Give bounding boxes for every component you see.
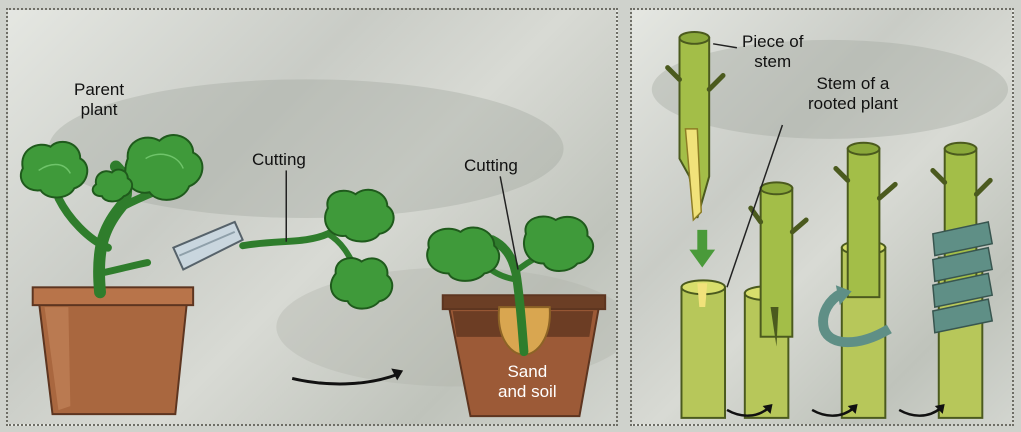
piece-of-stem-label: Piece of stem bbox=[742, 32, 803, 72]
rooted-stem-line2: rooted plant bbox=[808, 94, 898, 114]
knife bbox=[173, 222, 242, 270]
cutting-label-2: Cutting bbox=[464, 156, 518, 176]
sand-soil-label-line1: Sand bbox=[498, 362, 557, 382]
grafting-illustration bbox=[632, 10, 1012, 424]
cutting-panel: Parent plant Cutting Cutting Sand and so… bbox=[6, 8, 618, 426]
sand-soil-label-line2: and soil bbox=[498, 382, 557, 402]
parent-plant-label-line2: plant bbox=[74, 100, 124, 120]
piece-of-stem-line2: stem bbox=[742, 52, 803, 72]
insert-arrow bbox=[689, 230, 715, 268]
sand-soil-label: Sand and soil bbox=[498, 362, 557, 402]
grafting-panel: Piece of stem Stem of a rooted plant bbox=[630, 8, 1014, 426]
parent-plant-label: Parent plant bbox=[74, 80, 124, 120]
piece-of-stem-line1: Piece of bbox=[742, 32, 803, 52]
cutting-label-1: Cutting bbox=[252, 150, 306, 170]
rooted-stock-2 bbox=[745, 182, 806, 418]
rooted-stem-line1: Stem of a bbox=[808, 74, 898, 94]
parent-plant-label-line1: Parent bbox=[74, 80, 124, 100]
parent-plant-pot bbox=[33, 287, 193, 414]
rooted-stock-1 bbox=[681, 280, 725, 418]
rooted-stem-label: Stem of a rooted plant bbox=[808, 74, 898, 114]
piece-of-stem-leader bbox=[713, 44, 737, 48]
rooted-stock-4-taped bbox=[933, 143, 992, 418]
rooted-stock-3 bbox=[823, 143, 895, 418]
